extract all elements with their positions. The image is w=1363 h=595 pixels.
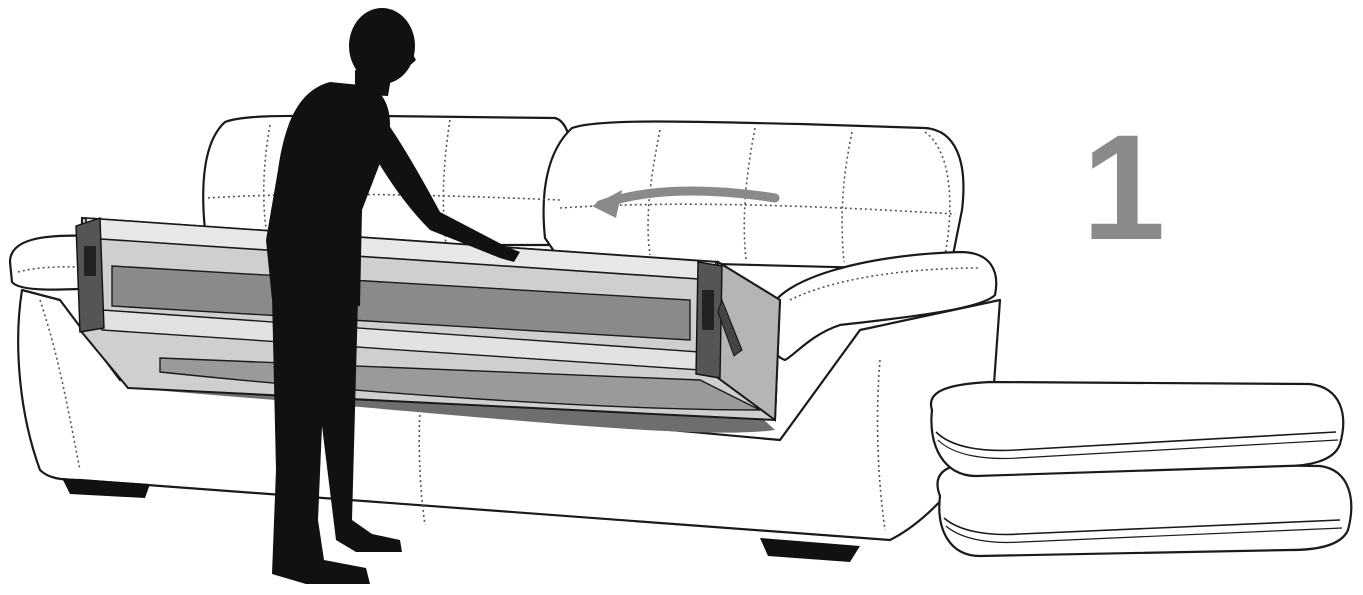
sofa-foot-right <box>760 538 860 562</box>
seat-cushions-stack <box>931 382 1351 556</box>
step-number: 1 <box>1082 112 1165 262</box>
